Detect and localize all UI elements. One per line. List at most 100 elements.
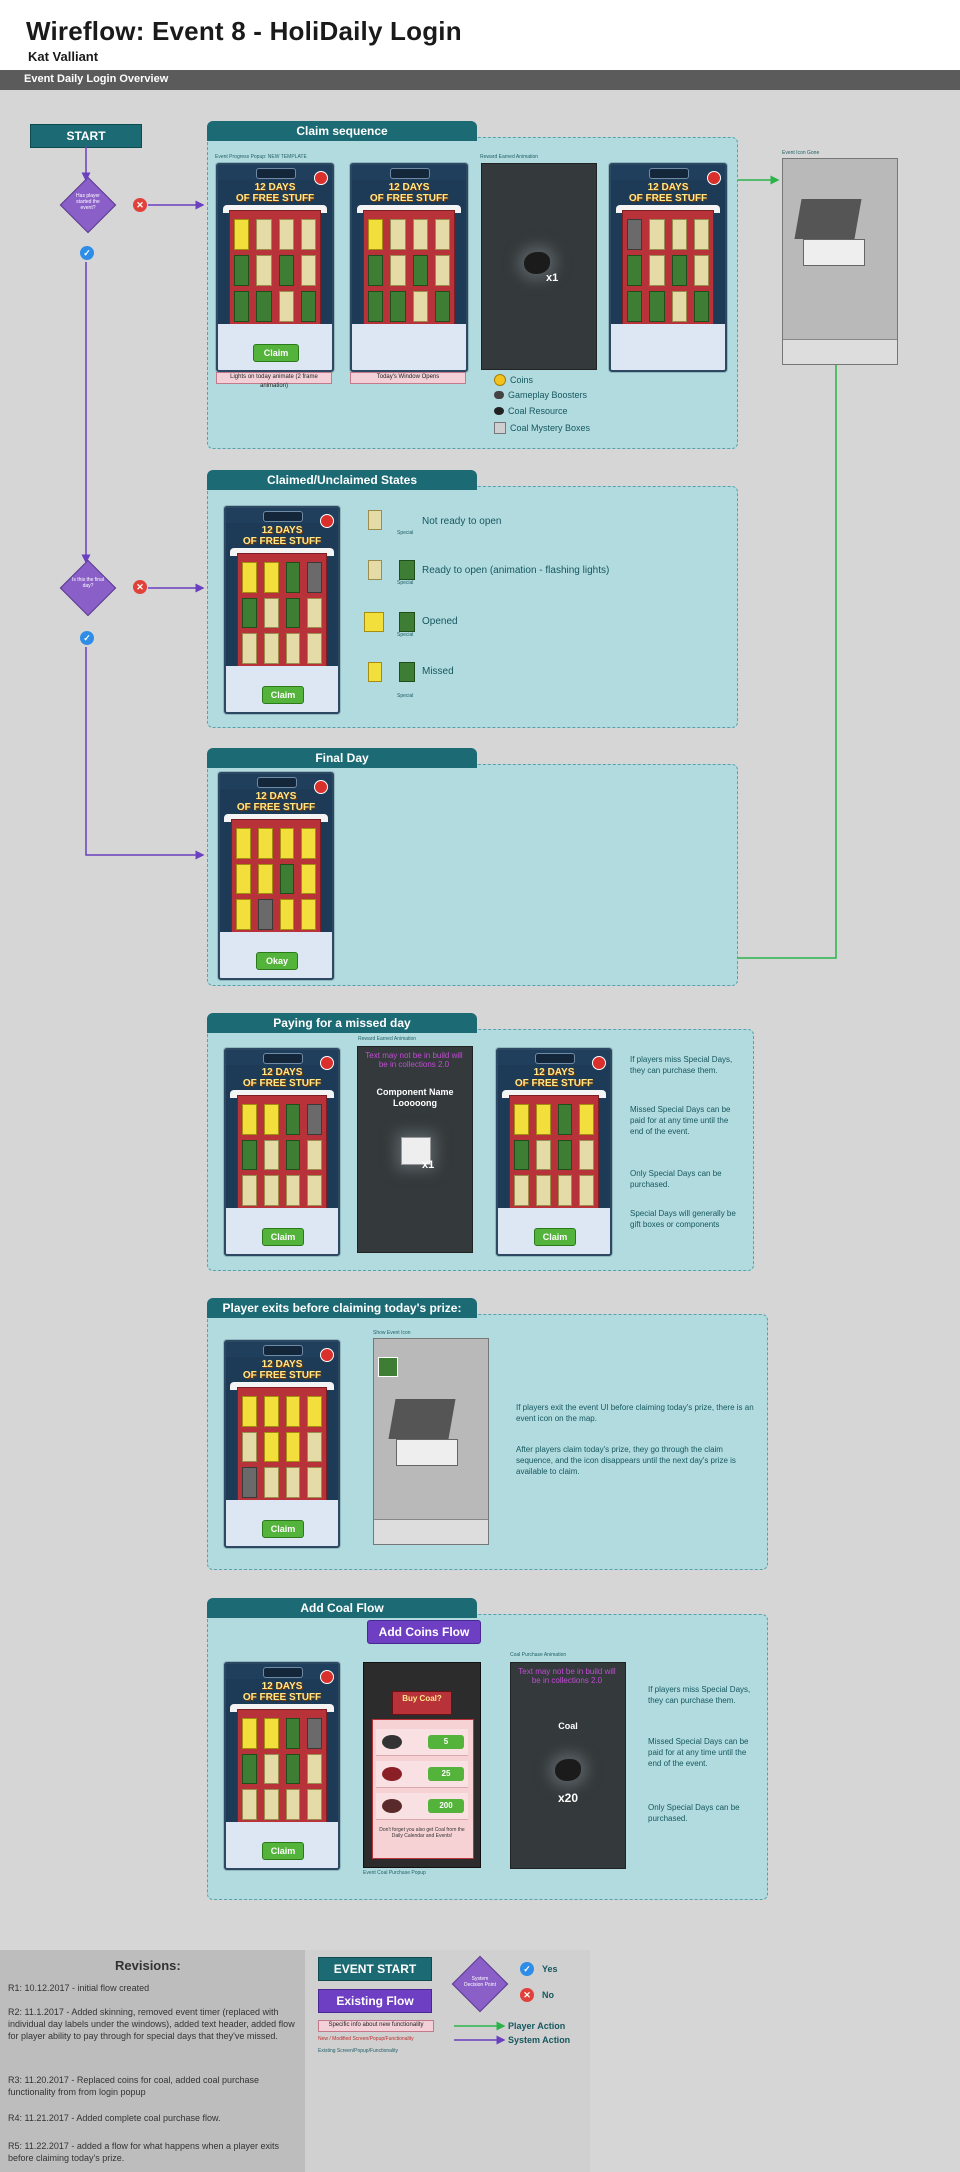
claim-button[interactable]: Claim bbox=[262, 1842, 304, 1860]
legend-existing-screen: Existing Screen/Popup/Functionality bbox=[318, 2048, 399, 2054]
note-lights: Lights on today animate (2 frame animati… bbox=[216, 372, 332, 389]
state-missed: Missed bbox=[422, 666, 454, 677]
caption-show-icon: Show Event Icon bbox=[373, 1330, 411, 1336]
coal-purchase-popup: Buy Coal? 5 25 200 Don't forget you also… bbox=[363, 1662, 481, 1868]
coal-bag-icon bbox=[382, 1735, 402, 1749]
special-missed-icon bbox=[399, 662, 415, 682]
event-icon[interactable] bbox=[378, 1357, 398, 1377]
close-icon bbox=[314, 780, 328, 794]
legend-specific-info: Specific info about new functionality bbox=[318, 2020, 434, 2032]
section-title: Event Daily Login Overview bbox=[24, 73, 169, 85]
coal-bag-icon bbox=[382, 1767, 402, 1781]
close-icon bbox=[320, 514, 334, 528]
missed-reward-animation: Text may not be in build will be in coll… bbox=[357, 1046, 473, 1253]
window-ready-icon bbox=[368, 560, 382, 580]
page-title: Wireflow: Event 8 - HoliDaily Login bbox=[26, 16, 462, 46]
price-row[interactable]: 5 bbox=[376, 1729, 468, 1756]
legend-arrows bbox=[454, 2021, 506, 2045]
claim-button[interactable]: Claim bbox=[262, 686, 304, 704]
legend-boosters: Gameplay Boosters bbox=[494, 390, 587, 400]
caption-template: Event Progress Popup: NEW TEMPLATE bbox=[215, 154, 307, 160]
decision-started-label: Has player started the event? bbox=[76, 193, 100, 211]
legend-coins: Coins bbox=[494, 374, 533, 386]
legend-box bbox=[305, 1950, 590, 2172]
exits-map bbox=[373, 1338, 489, 1545]
revision-item: R2: 11.1.2017 - Added skinning, removed … bbox=[8, 2007, 295, 2041]
reward-count: x1 bbox=[422, 1159, 435, 1171]
popup-footer-text: Don't forget you also get Coal from the … bbox=[379, 1827, 465, 1839]
legend-no: No bbox=[542, 1990, 554, 2000]
decision-final-day-label: Is this the final day? bbox=[72, 577, 104, 589]
close-icon bbox=[320, 1670, 334, 1684]
missed-desc-3: Only Special Days can be purchased. bbox=[630, 1169, 722, 1189]
close-icon bbox=[707, 171, 721, 185]
revision-item: R5: 11.22.2017 - added a flow for what h… bbox=[8, 2141, 280, 2163]
revisions-title: Revisions: bbox=[115, 1958, 181, 1973]
section-bar bbox=[0, 70, 960, 90]
states-tab: Claimed/Unclaimed States bbox=[207, 470, 477, 490]
missed-desc-4: Special Days will generally be gift boxe… bbox=[630, 1209, 736, 1229]
price-coin-button: 25 bbox=[428, 1767, 464, 1781]
caption-reward: Reward Earned Animation bbox=[480, 154, 539, 160]
no-icon: ✕ bbox=[133, 580, 147, 594]
warning-text: Text may not be in build will be in coll… bbox=[365, 1051, 463, 1069]
legend-event-start: EVENT START bbox=[318, 1957, 432, 1981]
price-coin-button: 200 bbox=[428, 1799, 464, 1813]
legend-yes: Yes bbox=[542, 1964, 558, 1974]
legend-new-modified: New / Modified Screen/Popup/Functionalit… bbox=[318, 2036, 414, 2042]
caption-event-icon: Event Icon Gone bbox=[782, 150, 820, 156]
coal-desc-2: Missed Special Days can be paid for at a… bbox=[648, 1737, 749, 1768]
legend-decision-label: System Decision Point bbox=[464, 1976, 496, 1988]
special-label: Special bbox=[397, 530, 414, 536]
price-row[interactable]: 200 bbox=[376, 1793, 468, 1820]
legend-existing-flow: Existing Flow bbox=[318, 1989, 432, 2013]
revision-item: R1: 10.12.2017 - initial flow created bbox=[8, 1983, 150, 1993]
special-opened-icon bbox=[399, 612, 415, 632]
add-coins-flow-button[interactable]: Add Coins Flow bbox=[367, 1620, 481, 1644]
revisions-box bbox=[0, 1950, 305, 2172]
note-window-opens: Today's Window Opens bbox=[350, 372, 466, 384]
claim-button[interactable]: Claim bbox=[534, 1228, 576, 1246]
missed-day-tab: Paying for a missed day bbox=[207, 1013, 477, 1033]
coal-desc-3: Only Special Days can be purchased. bbox=[648, 1803, 740, 1823]
legend-yes-icon: ✓ bbox=[520, 1962, 534, 1976]
no-icon: ✕ bbox=[133, 198, 147, 212]
caption-coal-anim: Coal Purchase Animation bbox=[510, 1652, 567, 1658]
special-label: Special bbox=[397, 632, 414, 638]
start-node: START bbox=[30, 124, 142, 148]
exits-tab: Player exits before claiming today's pri… bbox=[207, 1298, 477, 1318]
revision-item: R4: 11.21.2017 - Added complete coal pur… bbox=[8, 2113, 221, 2123]
coal-icon bbox=[555, 1759, 581, 1781]
claim-button[interactable]: Claim bbox=[262, 1520, 304, 1538]
price-row[interactable]: 25 bbox=[376, 1761, 468, 1788]
missed-desc-2: Missed Special Days can be paid for at a… bbox=[630, 1105, 731, 1136]
map-screen bbox=[782, 158, 898, 365]
coal-tab: Add Coal Flow bbox=[207, 1598, 477, 1618]
window-not-ready-icon bbox=[368, 510, 382, 530]
reward-count: x1 bbox=[546, 272, 559, 284]
legend-system-action: System Action bbox=[508, 2035, 571, 2045]
legend-no-icon: ✕ bbox=[520, 1988, 534, 2002]
close-icon bbox=[320, 1056, 334, 1070]
coal-bag-icon bbox=[382, 1799, 402, 1813]
claim-button[interactable]: Claim bbox=[262, 1228, 304, 1246]
component-name: Component Name Looooong bbox=[376, 1087, 454, 1108]
special-ready-icon bbox=[399, 560, 415, 580]
missed-desc-1: If players miss Special Days, they can p… bbox=[630, 1055, 733, 1075]
okay-button[interactable]: Okay bbox=[256, 952, 298, 970]
state-opened: Opened bbox=[422, 616, 458, 627]
price-coin-button: 5 bbox=[428, 1735, 464, 1749]
claim-button[interactable]: Claim bbox=[253, 344, 299, 362]
legend-player-action: Player Action bbox=[508, 2021, 566, 2031]
special-label: Special bbox=[397, 580, 414, 586]
caption-purchase-popup: Event Coal Purchase Popup bbox=[363, 1870, 426, 1876]
author: Kat Valliant bbox=[28, 49, 99, 64]
window-opened-icon bbox=[364, 612, 384, 632]
